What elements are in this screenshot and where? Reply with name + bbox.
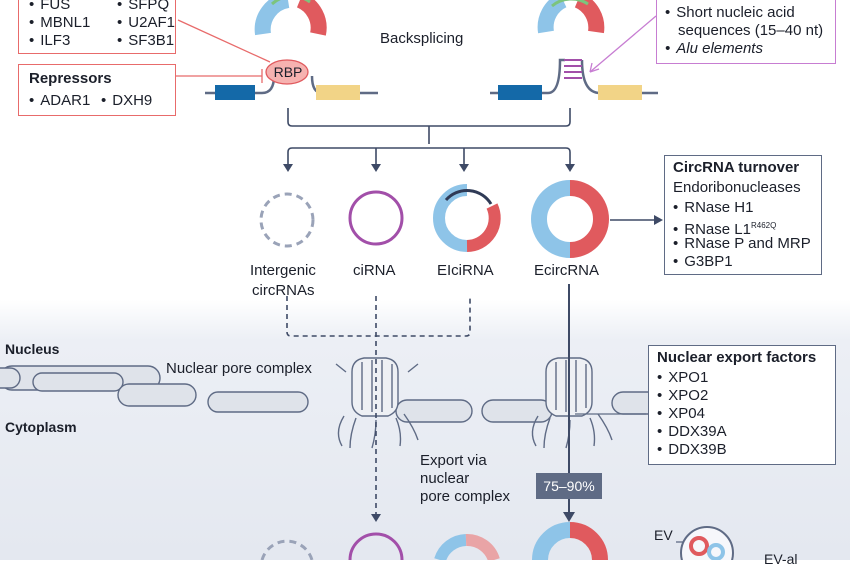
export-factor-item: XP04 xyxy=(657,404,705,424)
enhancers-box: FUS MBNL1 ILF3 SFPQ U2AF1 SF3B1 xyxy=(18,0,176,54)
circrna-turnover-box: CircRNA turnover Endoribonucleases RNase… xyxy=(664,155,822,275)
intergenic-export-dashed xyxy=(286,296,471,337)
bottom-circles xyxy=(260,522,608,560)
export-factor-item: DDX39A xyxy=(657,422,726,442)
export-label-line1: Export via xyxy=(420,452,487,469)
backsplicing-circle-right xyxy=(537,0,605,34)
turnover-title: CircRNA turnover xyxy=(673,159,800,176)
product-tree xyxy=(287,108,571,166)
tree-arrowheads xyxy=(283,164,575,172)
export-factor-item: XPO2 xyxy=(657,386,708,406)
exon-blue-left xyxy=(215,85,255,100)
enhancers-connector xyxy=(177,19,271,63)
complementary-connector xyxy=(589,15,657,73)
nuclear-export-factors-box: Nuclear export factors XPO1 XPO2 XP04 DD… xyxy=(648,345,836,465)
npc-export-arrowhead xyxy=(371,514,381,522)
turnover-subtitle: Endoribonucleases xyxy=(673,179,801,196)
ecircrna-icon xyxy=(531,180,609,258)
rbp-label: RBP xyxy=(273,64,303,80)
intergenic-circrna-icon xyxy=(259,192,315,248)
export-factors-title: Nuclear export factors xyxy=(657,349,817,366)
repressors-title: Repressors xyxy=(29,70,112,87)
enhancer-item: MBNL1 xyxy=(29,13,90,33)
npc-label: Nuclear pore complex xyxy=(166,360,312,377)
turnover-item: RNase H1 xyxy=(673,198,753,218)
backsplicing-label: Backsplicing xyxy=(380,30,464,47)
ecircrna-label: EcircRNA xyxy=(534,262,600,279)
ev-label: EV xyxy=(654,527,673,543)
enhancer-item: ILF3 xyxy=(29,31,70,51)
complementary-arrowhead xyxy=(589,62,600,73)
backsplicing-circle-left xyxy=(254,0,327,36)
repressors-box: Repressors ADAR1 DXH9 xyxy=(18,64,176,116)
rbp-icon xyxy=(265,59,309,85)
enhancer-item: FUS xyxy=(29,0,70,15)
complementary-item: Short nucleic acid xyxy=(665,3,794,23)
nucleus-label: Nucleus xyxy=(5,341,60,357)
ev-vesicle-icon xyxy=(676,526,734,560)
export-factor-item: DDX39B xyxy=(657,440,726,460)
repressors-connector xyxy=(176,69,263,83)
cytoplasm-label: Cytoplasm xyxy=(5,419,77,435)
elcirna-label: EIciRNA xyxy=(437,262,494,279)
ev-label-cut: EV-al xyxy=(764,551,798,567)
intergenic-label-line2: circRNAs xyxy=(252,282,315,299)
export-factor-item: XPO1 xyxy=(657,368,708,388)
elcirna-icon xyxy=(433,184,501,252)
enhancer-item: U2AF1 xyxy=(117,13,175,33)
exon-yellow-right xyxy=(598,85,642,100)
export-label-line3: pore complex xyxy=(420,488,511,505)
export-percentage-badge: 75–90% xyxy=(536,473,602,499)
intergenic-label-line1: Intergenic xyxy=(250,262,316,279)
turnover-item: RNase P and MRP xyxy=(673,234,810,254)
complementary-item: Alu elements xyxy=(665,39,763,59)
complementary-pairing-icon xyxy=(564,59,582,79)
export-label-line2: nuclear xyxy=(420,470,470,487)
repressor-item: ADAR1 xyxy=(29,91,90,111)
complementary-sequences-box: Short nucleic acid sequences (15–40 nt) … xyxy=(656,0,836,64)
enhancer-item: SF3B1 xyxy=(117,31,174,51)
ecircrna-export-arrowhead xyxy=(563,512,575,522)
nuclear-membrane xyxy=(0,365,663,423)
complementary-item: sequences (15–40 nt) xyxy=(678,22,824,39)
nuclear-pore-complex-left xyxy=(335,357,419,449)
turnover-item: G3BP1 xyxy=(673,252,732,272)
exon-yellow-left xyxy=(316,85,360,100)
repressor-item: DXH9 xyxy=(101,91,152,111)
exon-blue-right xyxy=(498,85,542,100)
enhancer-item: SFPQ xyxy=(117,0,169,15)
turnover-arrowhead xyxy=(654,215,663,225)
cirna-icon xyxy=(348,190,404,246)
cirna-label: ciRNA xyxy=(353,262,396,279)
